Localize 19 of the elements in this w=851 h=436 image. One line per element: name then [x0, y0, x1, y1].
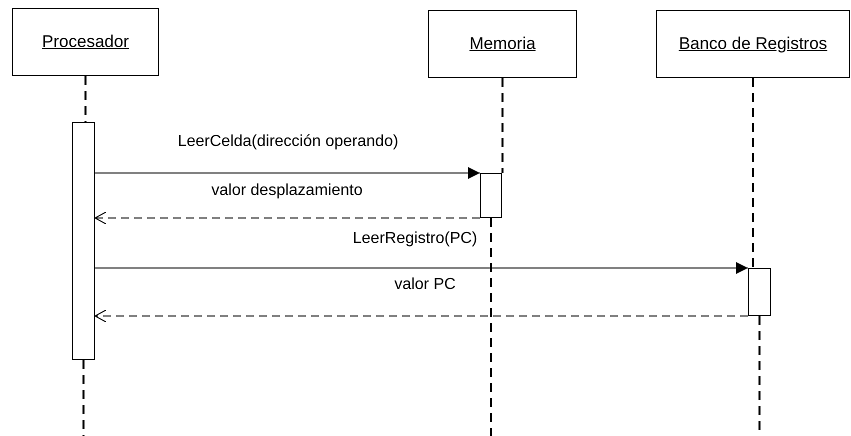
- lifeline-header-box: [12, 8, 159, 76]
- message-arrow: [94, 262, 748, 274]
- object-name: Memoria: [469, 34, 536, 54]
- lifeline-header-box: [428, 10, 577, 78]
- lifeline: [502, 78, 504, 173]
- lifeline-header-box: [656, 10, 850, 78]
- object-name: Banco de Registros: [678, 34, 828, 54]
- lifeline: [84, 76, 86, 122]
- message-label: valor desplazamiento: [209, 182, 365, 200]
- activation-bar: [748, 268, 771, 316]
- lifeline: [490, 218, 492, 436]
- message-arrow: [94, 167, 480, 179]
- return-message-arrow: [94, 310, 748, 322]
- activation-bar: [72, 122, 95, 360]
- return-message-arrow: [94, 212, 480, 224]
- lifeline: [752, 78, 754, 268]
- lifeline: [82, 360, 84, 436]
- activation-bar: [480, 173, 502, 218]
- object-name: Procesador: [42, 32, 129, 52]
